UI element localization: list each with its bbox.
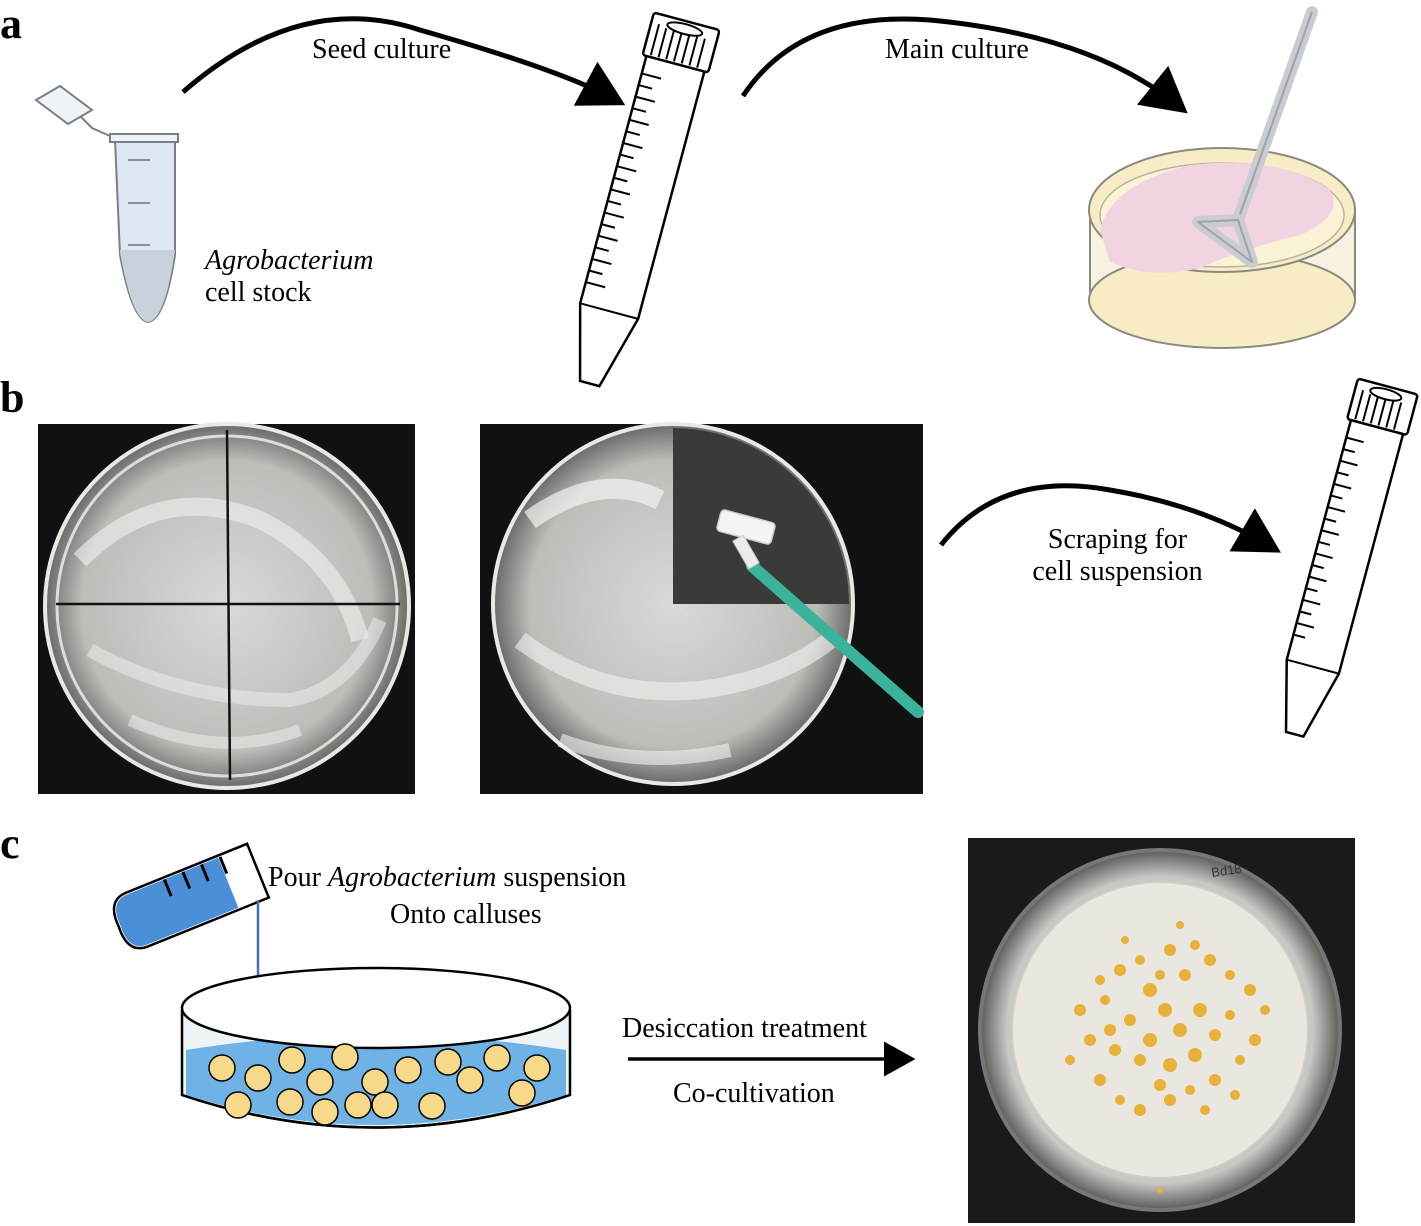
- pour-prefix: Pour: [268, 862, 321, 893]
- panel-label-a: a: [0, 0, 22, 48]
- scraping-arrow: [939, 483, 1281, 553]
- pouring-tube-icon: [112, 842, 271, 950]
- scraping-label-line2: cell suspension: [1032, 556, 1203, 588]
- stock-label-organism: Agrobacterium: [205, 245, 374, 276]
- plate-photo-quadrants: [38, 422, 415, 794]
- main-culture-arrow: [740, 16, 1188, 114]
- seed-culture-arrow: [181, 16, 626, 106]
- seed-culture-label: Seed culture: [312, 34, 452, 65]
- cocultivation-label: Co-cultivation: [673, 1078, 835, 1109]
- conical-tube-icon: [578, 11, 721, 388]
- suspension-tube-icon: [1284, 377, 1419, 739]
- pour-organism: Agrobacterium: [327, 862, 497, 893]
- callus-dish-icon: [180, 966, 572, 1129]
- microtube-icon: [34, 84, 179, 324]
- panel-label-b: b: [0, 373, 25, 422]
- plate-photo-scraping: [480, 422, 924, 794]
- scraping-label-line1: Scraping for: [1047, 524, 1188, 555]
- pour-suffix: suspension: [503, 862, 627, 893]
- dish-mark: Bd18: [1210, 861, 1242, 880]
- pour-label: Pour Agrobacterium suspension: [268, 862, 626, 894]
- main-culture-label: Main culture: [885, 34, 1029, 65]
- culture-plate-icon: [1088, 6, 1356, 349]
- stock-label-rest: cell stock: [205, 277, 312, 309]
- desiccation-label: Desiccation treatment: [622, 1013, 867, 1044]
- callus-plate-photo: Bd18: [968, 838, 1355, 1223]
- panel-label-c: c: [0, 819, 20, 868]
- scraping-label: Scraping for cell suspension: [1010, 524, 1225, 588]
- pour-label-line2: Onto calluses: [390, 899, 542, 930]
- stock-label: Agrobacterium cell stock: [205, 245, 374, 309]
